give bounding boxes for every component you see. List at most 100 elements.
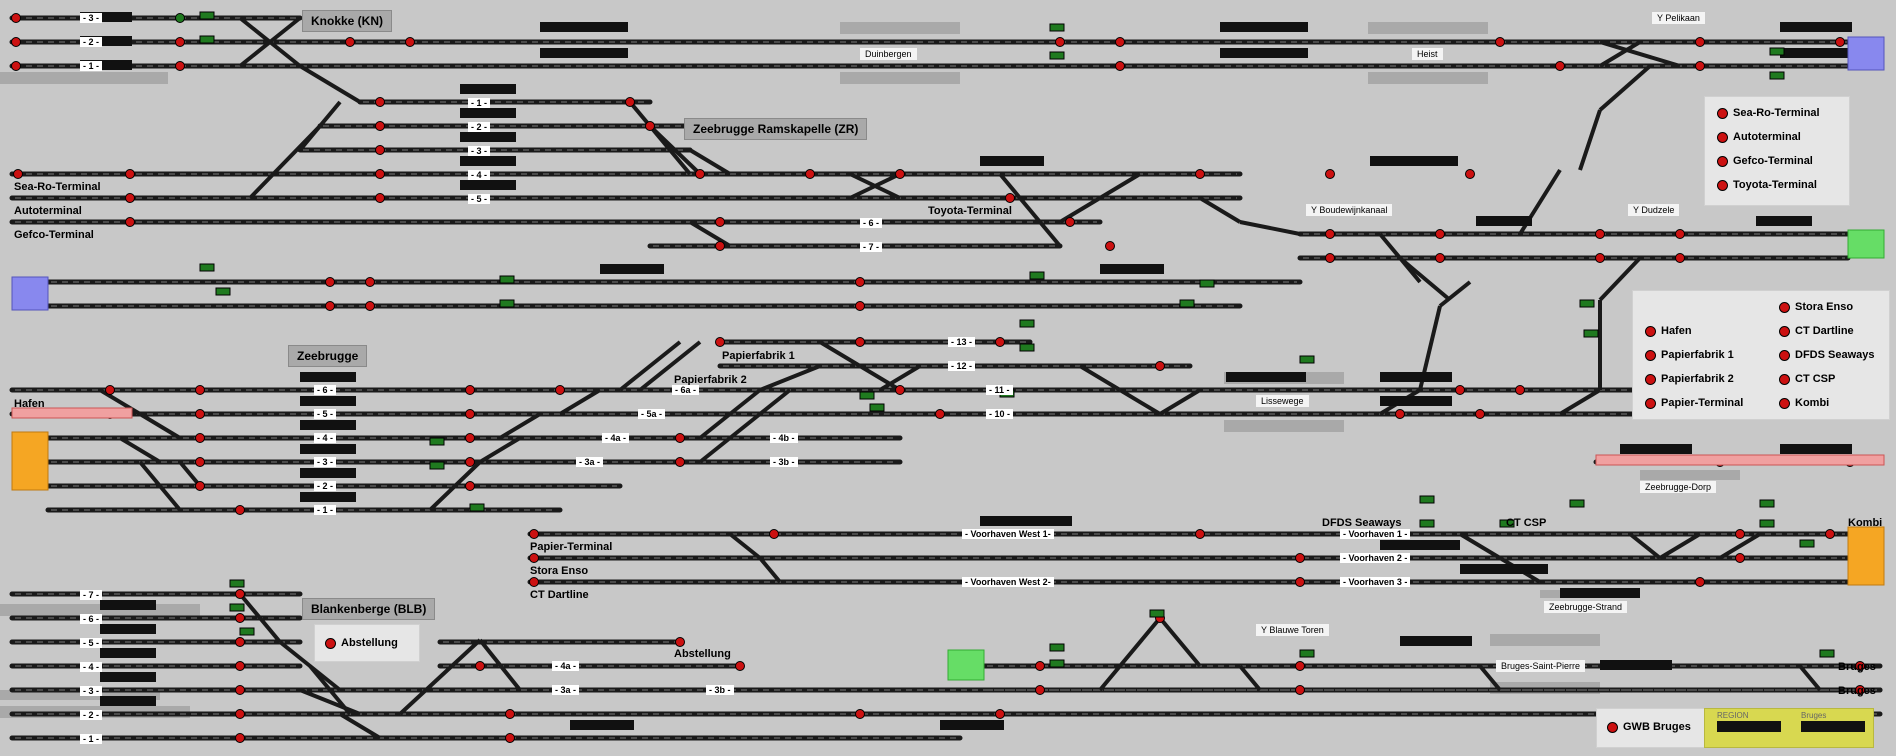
- signal[interactable]: [235, 661, 245, 671]
- signal[interactable]: [1515, 385, 1525, 395]
- signal[interactable]: [1465, 169, 1475, 179]
- legend-item[interactable]: Abstellung: [325, 637, 398, 649]
- signal[interactable]: [1055, 37, 1065, 47]
- legend-item[interactable]: Papierfabrik 2: [1645, 373, 1734, 385]
- legend-item[interactable]: Kombi: [1779, 397, 1829, 409]
- legend-item[interactable]: Hafen: [1645, 325, 1692, 337]
- signal[interactable]: [375, 145, 385, 155]
- signal[interactable]: [11, 37, 21, 47]
- signal[interactable]: [1735, 553, 1745, 563]
- signal[interactable]: [365, 301, 375, 311]
- signal[interactable]: [465, 409, 475, 419]
- signal[interactable]: [1065, 217, 1075, 227]
- legend-item[interactable]: Papierfabrik 1: [1645, 349, 1734, 361]
- signal[interactable]: [715, 337, 725, 347]
- legend-item[interactable]: Gefco-Terminal: [1717, 155, 1813, 167]
- signal[interactable]: [1835, 37, 1845, 47]
- signal[interactable]: [1105, 241, 1115, 251]
- signal[interactable]: [345, 37, 355, 47]
- signal[interactable]: [195, 481, 205, 491]
- signal[interactable]: [1855, 661, 1865, 671]
- legend-item[interactable]: Stora Enso: [1779, 301, 1853, 313]
- signal[interactable]: [769, 529, 779, 539]
- signal[interactable]: [529, 529, 539, 539]
- signal[interactable]: [1295, 553, 1305, 563]
- signal[interactable]: [465, 457, 475, 467]
- signal[interactable]: [235, 685, 245, 695]
- signal[interactable]: [1695, 37, 1705, 47]
- signal[interactable]: [1195, 169, 1205, 179]
- signal[interactable]: [1435, 253, 1445, 263]
- signal[interactable]: [405, 37, 415, 47]
- signal[interactable]: [235, 613, 245, 623]
- signal[interactable]: [1115, 37, 1125, 47]
- signal[interactable]: [195, 433, 205, 443]
- signal[interactable]: [105, 385, 115, 395]
- signal[interactable]: [1295, 577, 1305, 587]
- signal[interactable]: [175, 37, 185, 47]
- signal[interactable]: [1325, 229, 1335, 239]
- legend-item[interactable]: DFDS Seaways: [1779, 349, 1874, 361]
- legend-item[interactable]: Papier-Terminal: [1645, 397, 1743, 409]
- signal[interactable]: [13, 169, 23, 179]
- legend-item[interactable]: CT CSP: [1779, 373, 1835, 385]
- signal[interactable]: [325, 277, 335, 287]
- signal[interactable]: [195, 385, 205, 395]
- signal[interactable]: [1325, 253, 1335, 263]
- signal[interactable]: [1115, 61, 1125, 71]
- signal[interactable]: [645, 121, 655, 131]
- signals[interactable]: [11, 11, 1865, 743]
- signal[interactable]: [465, 481, 475, 491]
- signal[interactable]: [505, 709, 515, 719]
- signal[interactable]: [715, 217, 725, 227]
- signal[interactable]: [895, 169, 905, 179]
- signal[interactable]: [715, 241, 725, 251]
- legend-item[interactable]: Toyota-Terminal: [1717, 179, 1817, 191]
- signal[interactable]: [805, 169, 815, 179]
- signal[interactable]: [675, 433, 685, 443]
- signal[interactable]: [375, 169, 385, 179]
- signal[interactable]: [375, 121, 385, 131]
- signal[interactable]: [365, 277, 375, 287]
- signal[interactable]: [695, 169, 705, 179]
- signal[interactable]: [855, 337, 865, 347]
- signal[interactable]: [465, 385, 475, 395]
- signal[interactable]: [1495, 37, 1505, 47]
- signal[interactable]: [125, 193, 135, 203]
- signal[interactable]: [1675, 229, 1685, 239]
- legend-item[interactable]: CT Dartline: [1779, 325, 1854, 337]
- signal[interactable]: [1435, 229, 1445, 239]
- signal[interactable]: [235, 733, 245, 743]
- signal[interactable]: [855, 301, 865, 311]
- signal[interactable]: [1295, 661, 1305, 671]
- signal[interactable]: [1475, 409, 1485, 419]
- signal[interactable]: [1695, 577, 1705, 587]
- signal[interactable]: [1195, 529, 1205, 539]
- signal[interactable]: [125, 169, 135, 179]
- signal[interactable]: [995, 337, 1005, 347]
- signal[interactable]: [465, 433, 475, 443]
- signal[interactable]: [1455, 385, 1465, 395]
- signal[interactable]: [235, 637, 245, 647]
- signal[interactable]: [935, 409, 945, 419]
- signal[interactable]: [855, 277, 865, 287]
- signal[interactable]: [1295, 685, 1305, 695]
- signal[interactable]: [1595, 253, 1605, 263]
- signal[interactable]: [735, 661, 745, 671]
- signal[interactable]: [1855, 685, 1865, 695]
- signal[interactable]: [1035, 685, 1045, 695]
- signal[interactable]: [235, 505, 245, 515]
- signal[interactable]: [1325, 169, 1335, 179]
- signal[interactable]: [125, 217, 135, 227]
- signal[interactable]: [325, 301, 335, 311]
- signal[interactable]: [1675, 253, 1685, 263]
- legend-item[interactable]: Sea-Ro-Terminal: [1717, 107, 1820, 119]
- signal[interactable]: [1695, 61, 1705, 71]
- signal[interactable]: [235, 589, 245, 599]
- signal[interactable]: [855, 709, 865, 719]
- signal[interactable]: [1035, 661, 1045, 671]
- signal[interactable]: [475, 661, 485, 671]
- signal[interactable]: [505, 733, 515, 743]
- signal[interactable]: [1555, 61, 1565, 71]
- signal[interactable]: [11, 61, 21, 71]
